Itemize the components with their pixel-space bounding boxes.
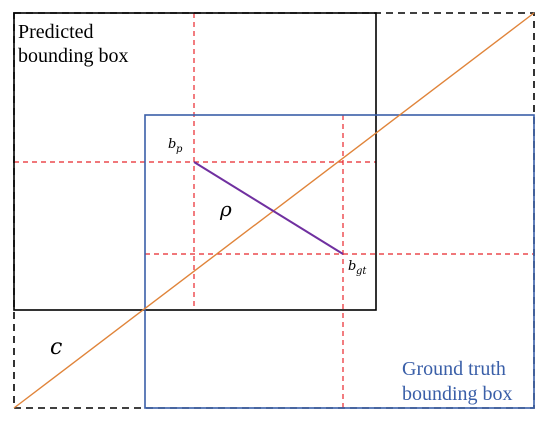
ground-truth-box-label-line2: bounding box [402, 383, 513, 405]
bgt-label-subscript: gt [356, 266, 367, 277]
bgt-label: b gt [348, 259, 367, 277]
rho-label: ρ [219, 197, 232, 221]
ground-truth-box-label-line1: Ground truth [402, 358, 506, 380]
bp-label: b p [168, 137, 183, 155]
rho-distance-line [193, 161, 344, 255]
predicted-box-label-line1: Predicted [18, 21, 94, 43]
predicted-box [13, 12, 377, 311]
bgt-label-base: b [348, 259, 356, 274]
ground-truth-box [144, 114, 535, 409]
bp-label-subscript: p [176, 144, 183, 155]
c-label: c [50, 335, 62, 360]
bp-label-base: b [168, 137, 176, 152]
predicted-box-label-line2: bounding box [18, 45, 129, 67]
